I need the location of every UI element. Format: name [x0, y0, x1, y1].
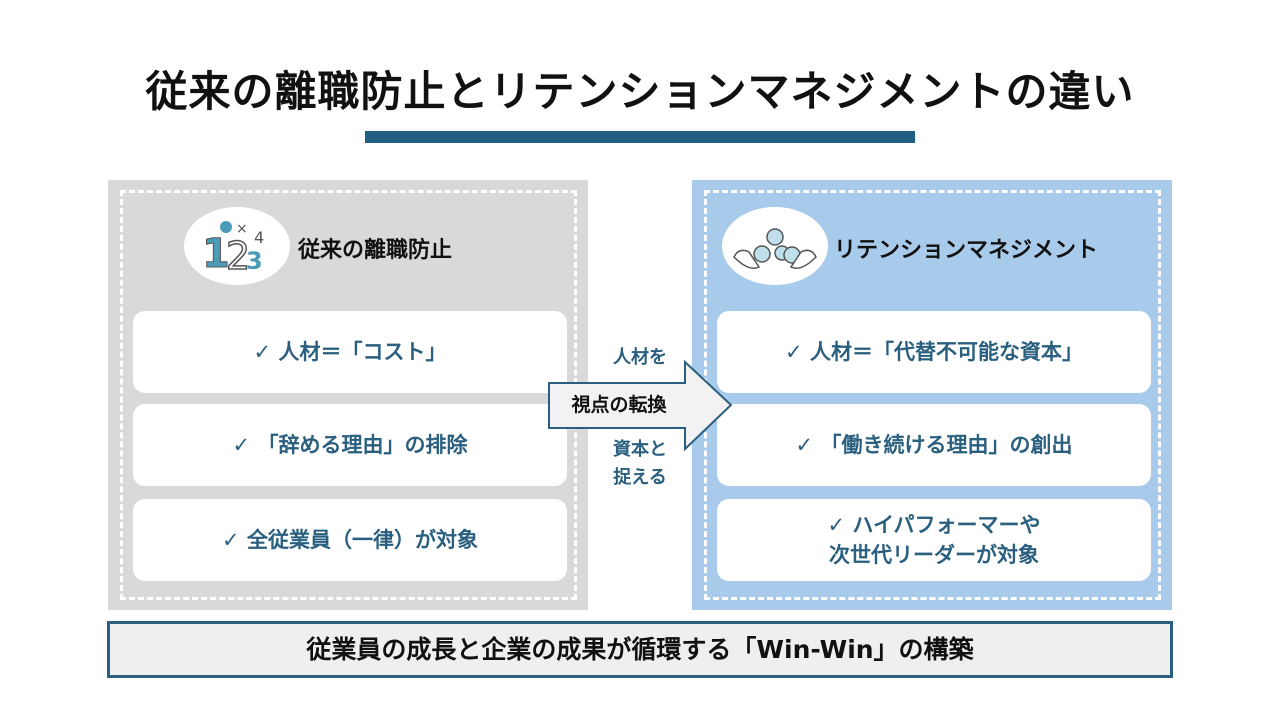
hands-coins-icon [722, 207, 828, 285]
right-panel: リテンションマネジメント ✓ 人材＝「代替不可能な資本」 ✓ 「働き続ける理由」… [692, 180, 1172, 610]
right-panel-heading: リテンションマネジメント [834, 238, 1099, 263]
footer-banner: 従業員の成長と企業の成果が循環する「Win-Win」の構築 [107, 621, 1173, 678]
page-title: 従来の離職防止とリテンションマネジメントの違い [145, 67, 1135, 116]
svg-text:×: × [236, 221, 248, 237]
arrow-right-icon [548, 360, 733, 452]
arrow-label: 視点の転換 [571, 394, 667, 416]
right-card: ✓ 「働き続ける理由」の創出 [717, 404, 1151, 486]
left-card: ✓ 全従業員（一律）が対象 [133, 499, 567, 581]
arrow-caption-below: 資本と 捉える [613, 439, 667, 488]
svg-text:4: 4 [254, 228, 264, 247]
right-card: ✓ 人材＝「代替不可能な資本」 [717, 311, 1151, 393]
arrow-caption-above: 人材を [613, 347, 667, 368]
left-card: ✓ 人材＝「コスト」 [133, 311, 567, 393]
left-panel-heading: 従来の離職防止 [298, 238, 453, 263]
svg-text:1: 1 [202, 231, 230, 277]
svg-text:3: 3 [246, 247, 263, 275]
title-underline [365, 131, 915, 143]
svg-text:2: 2 [226, 234, 250, 278]
right-card: ✓ ハイパフォーマーや 次世代リーダーが対象 [717, 499, 1151, 581]
left-card: ✓ 「辞める理由」の排除 [133, 404, 567, 486]
